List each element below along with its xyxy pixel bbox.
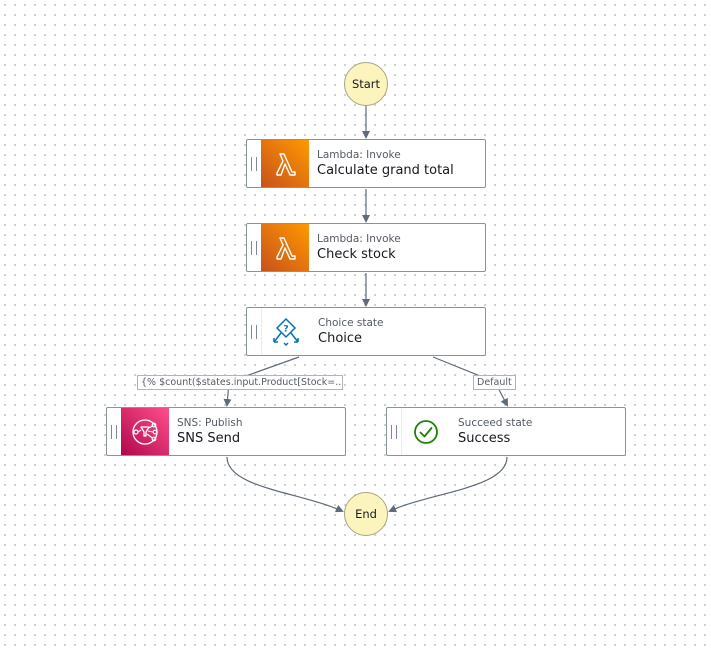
state-type-label: Lambda: Invoke [317, 148, 401, 161]
state-choice[interactable]: ? Choice state Choice [246, 307, 486, 356]
state-type-label: Succeed state [458, 416, 533, 429]
state-check-stock[interactable]: Lambda: Invoke Check stock [246, 223, 486, 272]
drag-handle[interactable] [107, 408, 121, 455]
start-label: Start [351, 77, 381, 91]
drag-handle[interactable] [387, 408, 401, 455]
state-success[interactable]: Succeed state Success [386, 407, 626, 456]
default-edge-label[interactable]: Default [473, 375, 516, 390]
end-label: End [355, 507, 377, 521]
edge-sns-to-end [226, 456, 344, 513]
choice-icon: ? [261, 308, 310, 355]
start-node[interactable]: Start [344, 62, 388, 106]
state-calculate-grand-total[interactable]: Lambda: Invoke Calculate grand total [246, 139, 486, 188]
drag-handle[interactable] [247, 308, 261, 355]
state-sns-send[interactable]: SNS: Publish SNS Send [106, 407, 346, 456]
drag-handle[interactable] [247, 224, 261, 271]
check-circle-icon [401, 408, 450, 455]
end-node[interactable]: End [344, 492, 388, 536]
state-name-label: Choice [318, 330, 363, 346]
state-name-label: Check stock [317, 246, 396, 262]
state-name-label: Success [458, 430, 511, 446]
state-type-label: Lambda: Invoke [317, 232, 401, 245]
drag-handle[interactable] [247, 140, 261, 187]
state-name-label: Calculate grand total [317, 162, 454, 178]
svg-text:?: ? [283, 324, 288, 334]
lambda-icon [261, 224, 309, 271]
state-type-label: Choice state [318, 316, 384, 329]
state-type-label: SNS: Publish [177, 416, 243, 429]
sns-icon [121, 408, 169, 455]
lambda-icon [261, 140, 309, 187]
state-name-label: SNS Send [177, 430, 241, 446]
choice-rule-edge-label[interactable]: {% $count($states.input.Product[Stock=..… [137, 375, 343, 390]
edge-success-to-end [388, 456, 508, 513]
